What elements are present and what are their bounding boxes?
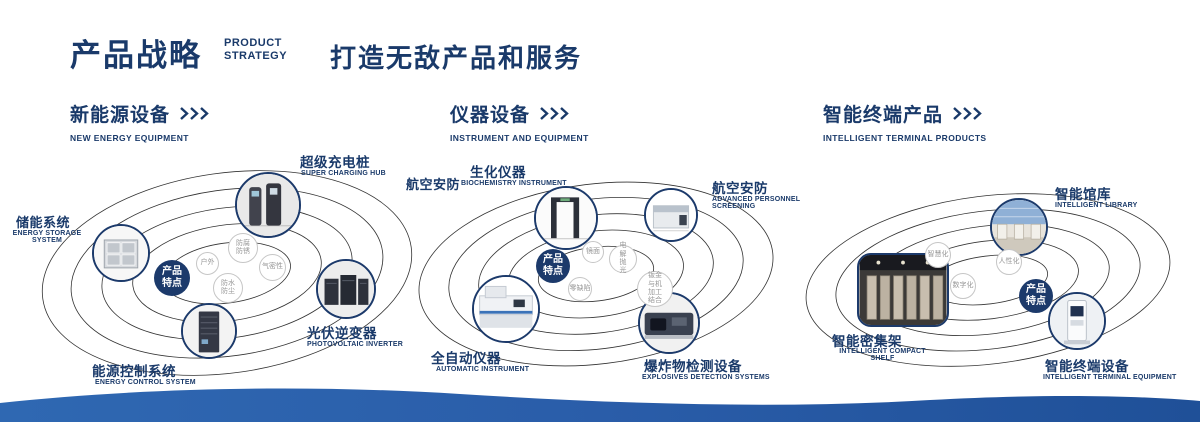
page-title: 产品战略 [70, 38, 202, 73]
energy-storage-photo [92, 224, 150, 282]
feature-bubble: 钣金与机加工结合 [637, 271, 673, 307]
energy-storage-image [94, 226, 148, 280]
page-title-en-line2: STRATEGY [224, 49, 288, 62]
triple-chevron-icon [180, 107, 209, 120]
feature-bubble: 智慧化 [925, 242, 951, 268]
energy-storage-label-en: ENERGY STORAGE SYSTEM [12, 230, 82, 244]
feature-bubble: 防水防尘 [213, 273, 243, 303]
explosives-detection-image [640, 294, 698, 352]
intelligent-terminal-label: 智能终端设备 [1045, 359, 1129, 374]
feature-bubble: 镜面 [582, 241, 604, 263]
charging-pile-image [237, 174, 299, 236]
feature-bubble: 气密性 [259, 254, 286, 281]
section-subtitle: INSTRUMENT AND EQUIPMENT [450, 133, 589, 143]
section-header-terminal: 智能终端产品 INTELLIGENT TERMINAL PRODUCTS [823, 100, 987, 143]
intelligent-library-photo [990, 198, 1048, 256]
feature-bubble: 户外 [196, 252, 219, 275]
intelligent-terminal-image [1050, 294, 1104, 348]
energy-control-label: 能源控制系统 [92, 364, 176, 379]
energy-control-photo [181, 303, 237, 359]
automatic-instrument-label-en: AUTOMATIC INSTRUMENT [436, 366, 530, 373]
compact-shelf-label: 智能密集架 [832, 334, 902, 349]
section-title: 仪器设备 [450, 105, 531, 126]
inverter-image [318, 261, 374, 317]
feature-bubble: 数字化 [950, 273, 976, 299]
section-subtitle: NEW ENERGY EQUIPMENT [70, 133, 189, 143]
intelligent-library-label: 智能馆库 [1055, 187, 1111, 202]
feature-bubble: 电解抛光 [609, 242, 637, 274]
screening-instrument-photo [644, 188, 698, 242]
section-title: 新能源设备 [70, 105, 171, 126]
super-charging-hub-label-en: SUPER CHARGING HUB [301, 170, 386, 177]
biochemistry-instrument-label-en: BIOCHEMISTRY INSTRUMENT [461, 180, 567, 187]
triple-chevron-icon [953, 107, 982, 120]
section-subtitle: INTELLIGENT TERMINAL PRODUCTS [823, 133, 987, 143]
personnel-screening-label: 航空安防 [712, 181, 768, 196]
page-slogan: 打造无敌产品和服务 [330, 43, 583, 73]
page-title-en-line1: PRODUCT [224, 37, 282, 49]
product-features-badge: 产品特点 [1019, 279, 1053, 313]
automatic-instrument-photo [472, 275, 540, 343]
triple-chevron-icon [540, 107, 569, 120]
section-header-new-energy: 新能源设备 NEW ENERGY EQUIPMENT [70, 100, 213, 143]
energy-storage-label: 储能系统 [16, 215, 71, 230]
explosives-detection-label-en: EXPLOSIVES DETECTION SYSTEMS [642, 374, 770, 381]
compact-shelf-label-en: INTELLIGENT COMPACT SHELF [839, 348, 926, 362]
super-charging-hub-photo [235, 172, 301, 238]
intelligent-terminal-photo [1048, 292, 1106, 350]
product-features-badge: 产品特点 [536, 249, 570, 283]
automatic-instrument-label: 全自动仪器 [431, 351, 501, 366]
product-features-badge: 产品特点 [154, 260, 190, 296]
energy-control-image [183, 305, 235, 357]
intelligent-library-image [992, 200, 1046, 254]
page-title-en: PRODUCT STRATEGY [224, 37, 287, 63]
security-gate-image [536, 188, 596, 248]
orbit-rings-new-energy [41, 170, 413, 376]
automatic-instrument-image [474, 277, 538, 341]
feature-bubble: 零缺陷 [568, 277, 592, 301]
section-title: 智能终端产品 [823, 105, 944, 126]
compact-shelf-image [859, 255, 947, 325]
photovoltaic-inverter-label: 光伏逆变器 [307, 326, 377, 341]
feature-bubble: 防腐防锈 [228, 233, 258, 263]
energy-control-label-en: ENERGY CONTROL SYSTEM [95, 379, 196, 386]
photovoltaic-inverter-photo [316, 259, 376, 319]
super-charging-hub-label: 超级充电桩 [300, 155, 370, 170]
explosives-detection-label: 爆炸物检测设备 [644, 359, 742, 374]
feature-bubble: 人性化 [996, 249, 1022, 275]
intelligent-terminal-label-en: INTELLIGENT TERMINAL EQUIPMENT [1043, 374, 1177, 381]
section-header-instrument: 仪器设备 INSTRUMENT AND EQUIPMENT [450, 100, 589, 143]
security-gate-photo [534, 186, 598, 250]
intelligent-library-label-en: INTELLIGENT LIBRARY [1055, 202, 1138, 209]
biochemistry-instrument-label: 生化仪器 [470, 165, 526, 180]
photovoltaic-inverter-label-en: PHOTOVOLTAIC INVERTER [307, 341, 403, 348]
screening-instrument-image [646, 190, 696, 240]
aviation-security-side-label: 航空安防 [406, 177, 461, 192]
personnel-screening-label-en: ADVANCED PERSONNEL SCREENING [712, 196, 801, 210]
bottom-wave [0, 388, 1200, 422]
